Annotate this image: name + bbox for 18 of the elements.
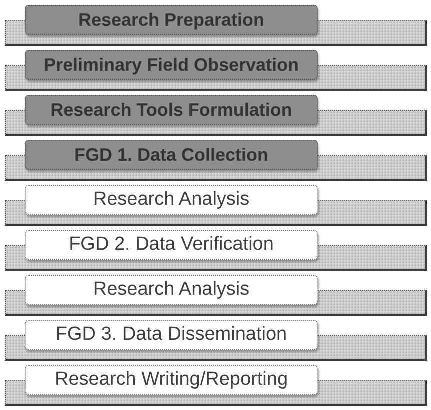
step-banner <box>5 95 427 136</box>
step-banner <box>5 5 427 46</box>
step-banner <box>5 50 427 91</box>
step-banner <box>5 320 427 361</box>
step-label: FGD 3. Data Dissemination <box>25 320 318 350</box>
step-banner <box>5 140 427 181</box>
step-banner <box>5 275 427 316</box>
step-label: Preliminary Field Observation <box>25 50 318 80</box>
step-banner <box>5 230 427 271</box>
step-label: FGD 2. Data Verification <box>25 230 318 260</box>
step-label: Research Tools Formulation <box>25 95 318 125</box>
step-label: Research Analysis <box>25 275 318 305</box>
step-banner <box>5 365 427 406</box>
step-label: Research Preparation <box>25 5 318 35</box>
step-banner <box>5 185 427 226</box>
step-label: Research Writing/Reporting <box>25 365 318 395</box>
step-label: FGD 1. Data Collection <box>25 140 318 170</box>
step-label: Research Analysis <box>25 185 318 215</box>
